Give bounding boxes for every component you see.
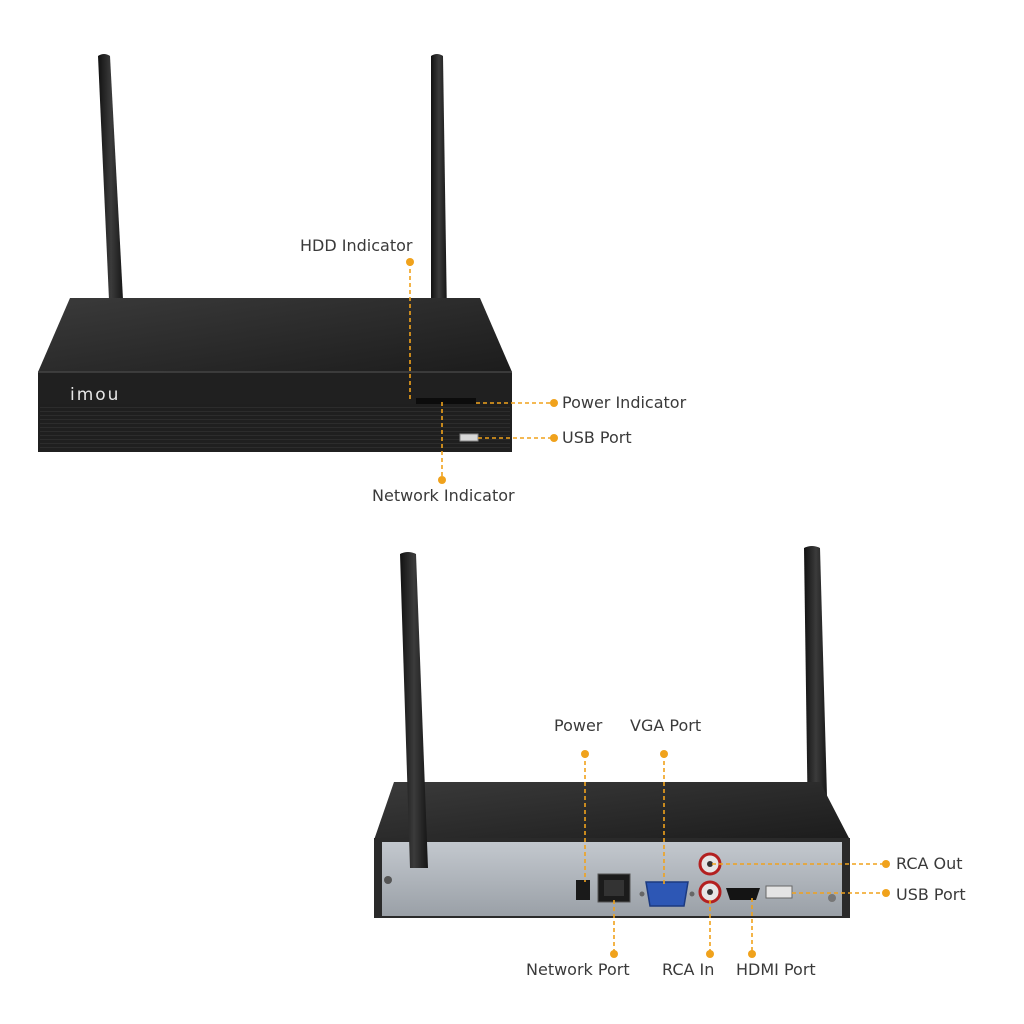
front-usb-port (459, 433, 479, 442)
label-hdmi-port: HDMI Port (736, 960, 816, 979)
label-network-port: Network Port (526, 960, 630, 979)
callout-dot-network (438, 476, 446, 484)
callout-dot-power-jack (581, 750, 589, 758)
label-hdd-indicator: HDD Indicator (300, 236, 413, 255)
front-callouts (409, 262, 554, 478)
label-rca-in: RCA In (662, 960, 715, 979)
rear-antenna-left (400, 552, 428, 868)
label-power: Power (554, 716, 603, 735)
callout-dot-hdmi (748, 950, 756, 958)
hdmi-port (726, 888, 760, 900)
front-antenna-left (98, 54, 124, 322)
rear-antenna-right (804, 546, 828, 832)
callout-dot-usb (550, 434, 558, 442)
callout-dot-rca-in (706, 950, 714, 958)
label-vga-port: VGA Port (630, 716, 702, 735)
label-network-indicator: Network Indicator (372, 486, 515, 505)
vga-port (645, 881, 689, 907)
callout-dot-rca-out (882, 860, 890, 868)
callout-dot-power (550, 399, 558, 407)
label-usb-port-rear: USB Port (896, 885, 966, 904)
label-power-indicator: Power Indicator (562, 393, 687, 412)
front-antenna-right (431, 54, 447, 318)
front-view-device (38, 54, 512, 452)
callout-dot-rear-usb (882, 889, 890, 897)
front-indicator-window (416, 398, 476, 404)
label-usb-port-front: USB Port (562, 428, 632, 447)
front-top-surface (38, 298, 512, 372)
brand-logo: imou (70, 385, 120, 405)
rear-top-surface (374, 782, 850, 840)
rear-callouts (584, 754, 886, 952)
label-rca-out: RCA Out (896, 854, 963, 873)
callout-dot-vga (660, 750, 668, 758)
rear-view-device (374, 546, 850, 918)
power-jack (576, 880, 590, 900)
callout-dot-network-port (610, 950, 618, 958)
rear-usb-port (765, 885, 793, 899)
callout-dot-hdd (406, 258, 414, 266)
